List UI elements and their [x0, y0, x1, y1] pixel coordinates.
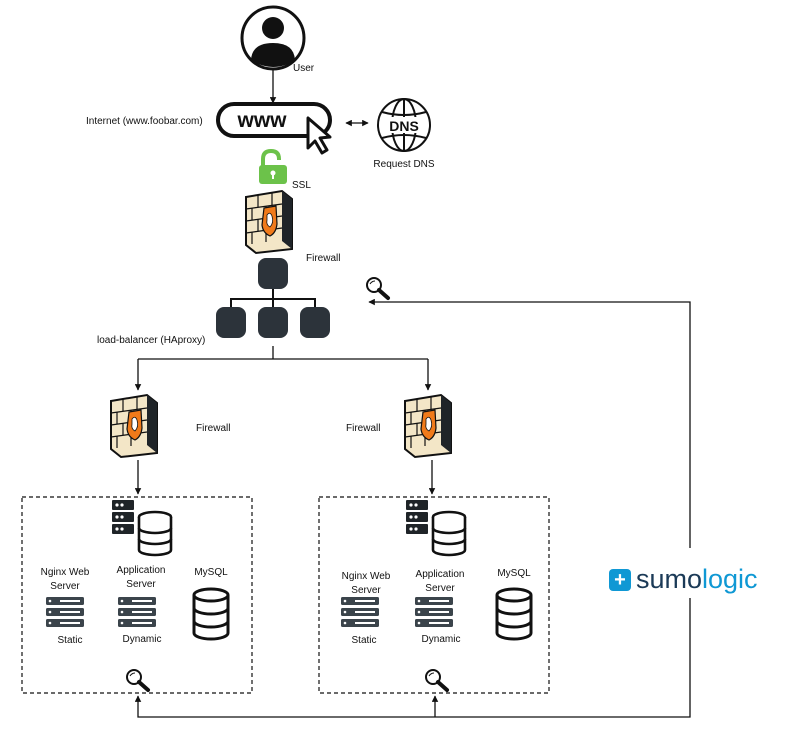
- app-label-right-line1: Application: [415, 569, 465, 580]
- nginx-label-left-line2: Server: [50, 581, 80, 592]
- server-box-left: [21, 496, 253, 694]
- user-icon: [240, 5, 306, 71]
- sumologic-word-sumo: sumo: [636, 564, 703, 594]
- dynamic-label-left: Dynamic: [122, 634, 162, 645]
- user-label: User: [293, 63, 315, 74]
- nginx-label-left-line1: Nginx Web: [40, 567, 90, 578]
- sumologic-wordmark: sumologic: [636, 564, 758, 595]
- mysql-label-right: MySQL: [497, 568, 531, 579]
- mysql-label-left: MySQL: [194, 567, 228, 578]
- firewall-right-icon: [404, 394, 452, 458]
- firewall-right-label: Firewall: [346, 423, 381, 434]
- dns-label: DNS: [389, 118, 419, 134]
- internet-label: Internet (www.foobar.com): [86, 116, 203, 127]
- lb-to-servers-arrows: [134, 346, 432, 391]
- sumologic-logo: + sumologic: [609, 564, 758, 595]
- load-balancer-icon: [216, 258, 330, 338]
- ssl-lock-icon: [259, 148, 287, 184]
- dynamic-label-right: Dynamic: [421, 634, 461, 645]
- sumologic-word-logic: logic: [702, 564, 758, 594]
- ssl-label: SSL: [292, 180, 311, 191]
- nginx-label-right: Nginx Web Server: [342, 571, 391, 597]
- www-text: www: [236, 109, 287, 132]
- firewall-top-icon: [245, 190, 293, 254]
- mysql-db-icon-left: [191, 587, 231, 641]
- mysql-db-icon-right: [494, 587, 534, 641]
- request-dns-label: Request DNS: [373, 159, 435, 170]
- server-db-icon-right: [404, 498, 467, 557]
- monitoring-lines: [134, 298, 691, 718]
- app-label-right: Application Server: [416, 569, 465, 595]
- firewall-left-label: Firewall: [196, 423, 231, 434]
- app-label-left: Application Server: [117, 565, 166, 591]
- www-browser-icon: [216, 102, 332, 155]
- app-label-left-line1: Application: [116, 565, 166, 576]
- nginx-label-left: Nginx Web Server: [41, 567, 90, 593]
- static-label-left: Static: [57, 635, 83, 646]
- app-rack-icon-left: [118, 597, 156, 627]
- server-db-icon-left: [110, 498, 173, 557]
- nginx-rack-icon-right: [341, 597, 379, 627]
- firewall-top-label: Firewall: [306, 253, 341, 264]
- static-label-right: Static: [351, 635, 377, 646]
- sumologic-plus-icon: +: [609, 568, 631, 591]
- monitor-magnifier-top-icon: [365, 276, 390, 300]
- nginx-rack-icon-left: [46, 597, 84, 627]
- nginx-label-right-line2: Server: [351, 585, 381, 596]
- load-balancer-label: load-balancer (HAproxy): [97, 335, 206, 346]
- app-rack-icon-right: [415, 597, 453, 627]
- dns-globe-icon: [377, 98, 431, 152]
- server-box-right: [318, 496, 550, 694]
- app-label-right-line2: Server: [425, 583, 455, 594]
- monitor-magnifier-right-icon: [424, 668, 449, 692]
- app-label-left-line2: Server: [126, 579, 156, 590]
- monitor-magnifier-left-icon: [125, 668, 150, 692]
- firewall-left-icon: [110, 394, 158, 458]
- nginx-label-right-line1: Nginx Web: [341, 571, 391, 582]
